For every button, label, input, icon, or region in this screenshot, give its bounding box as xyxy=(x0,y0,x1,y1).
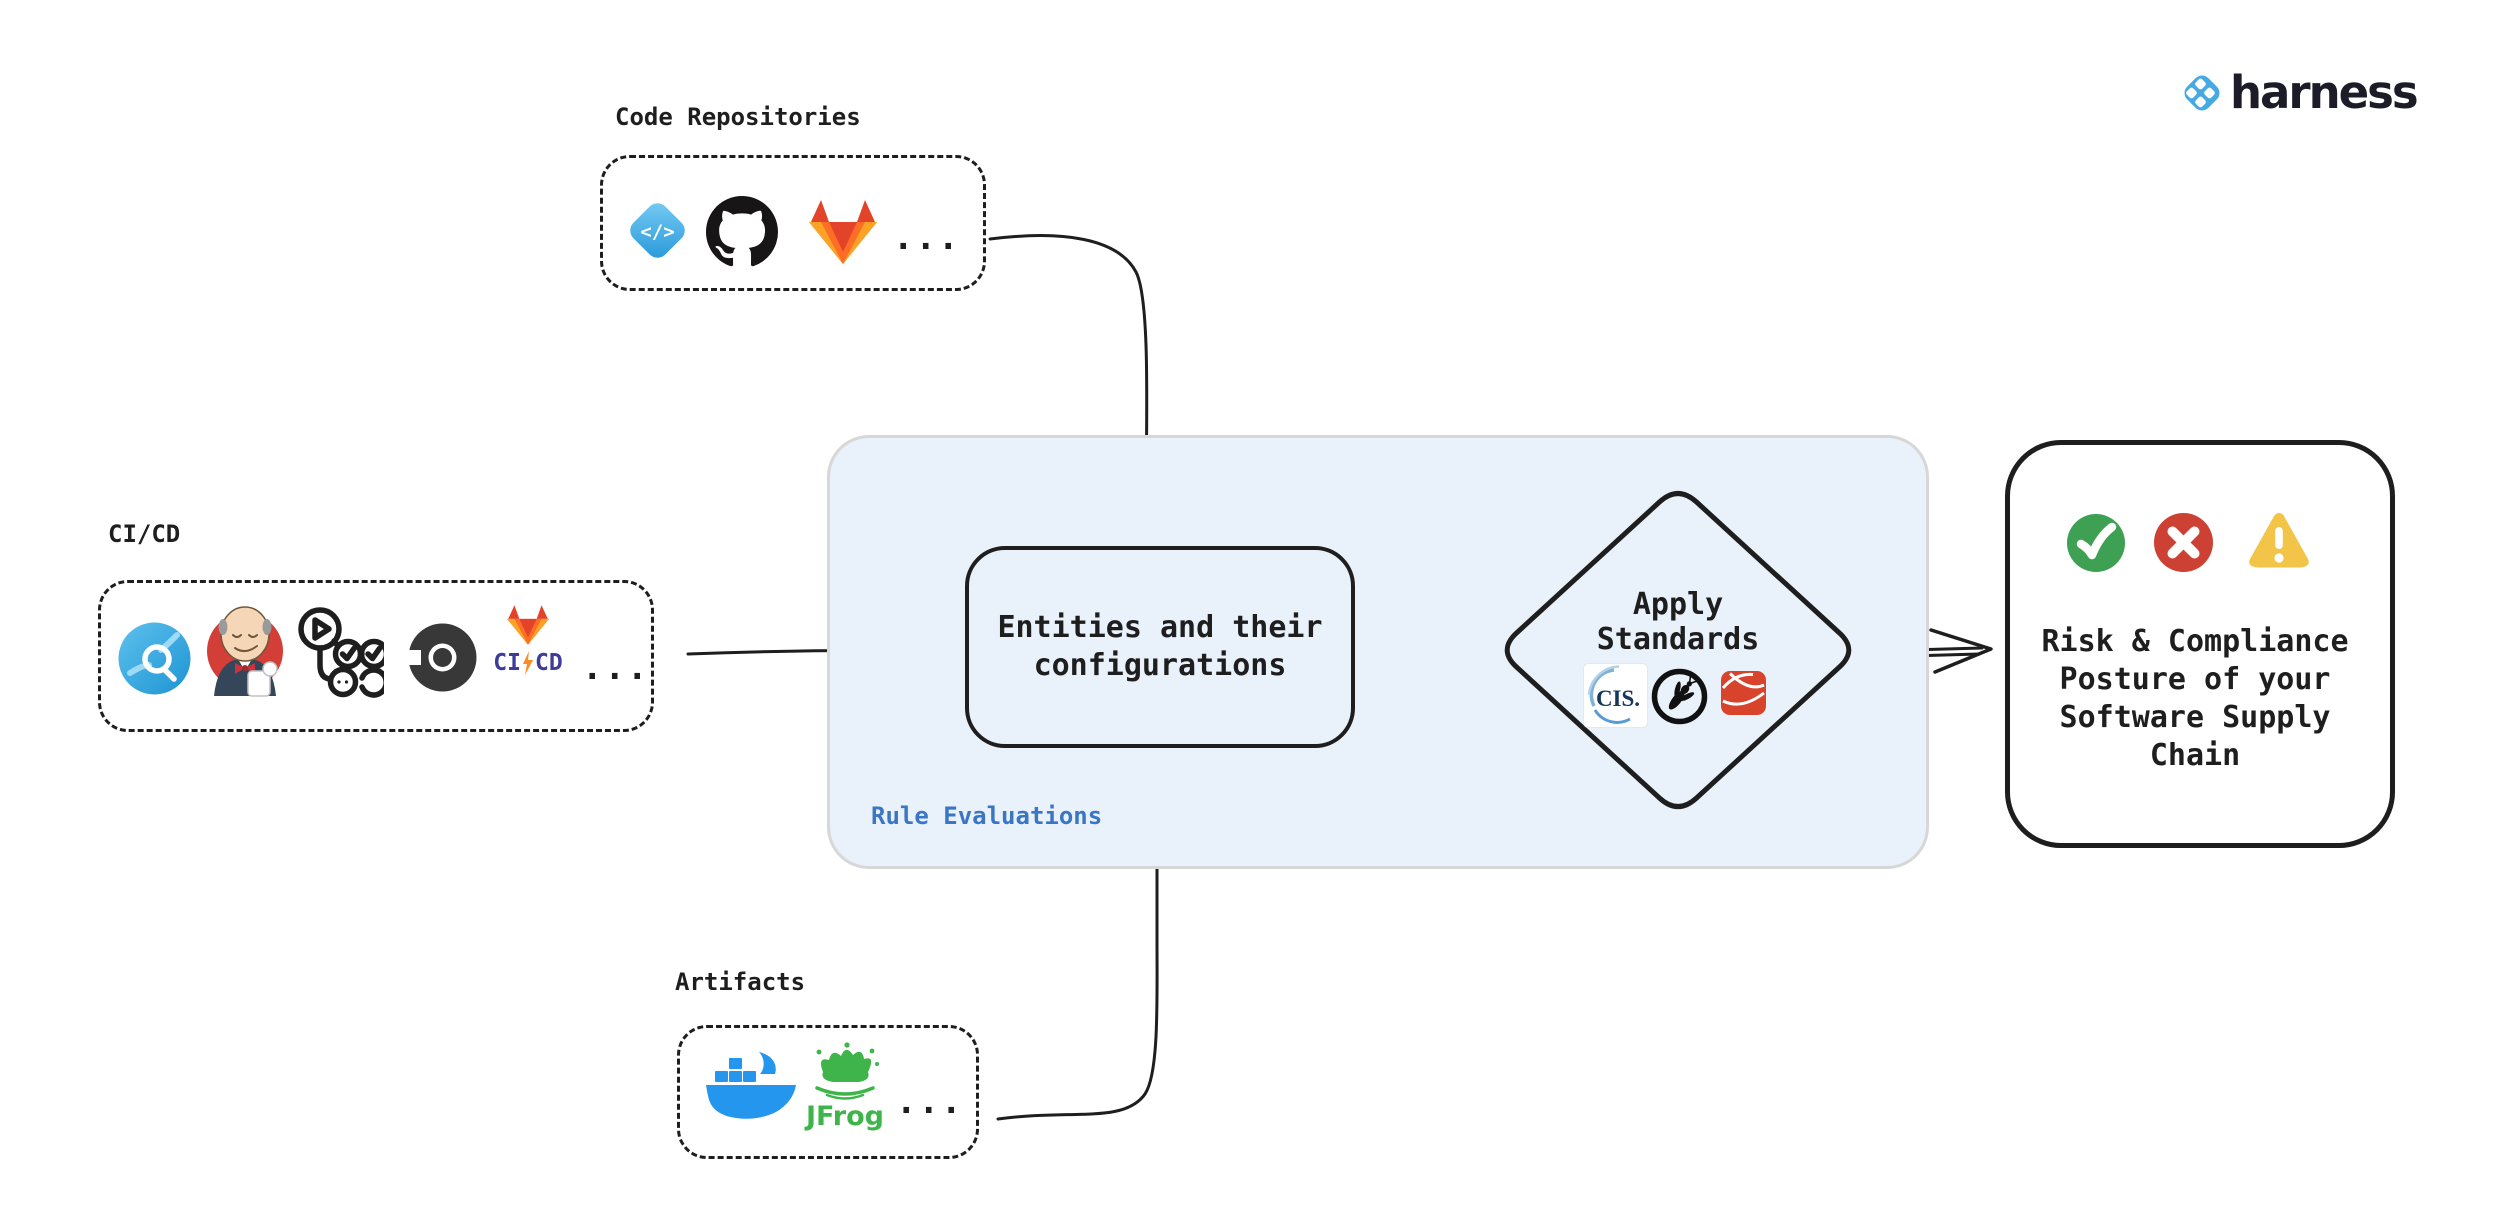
outcome-line: Risk & Compliance xyxy=(2041,624,2349,659)
harness-code-icon: </> xyxy=(630,203,685,258)
lightning-bolt-icon xyxy=(523,651,533,675)
cis-icon: CIS. xyxy=(1583,663,1648,728)
owasp-icon xyxy=(1651,668,1708,725)
jfrog-splash-icon xyxy=(815,1042,879,1100)
gitlab-icon xyxy=(809,200,877,264)
outcome-line: Chain xyxy=(2149,738,2241,773)
entities-line1: Entities and their xyxy=(997,610,1323,645)
outcome-line: Posture of your xyxy=(2059,662,2331,697)
code-glyph: </> xyxy=(640,221,674,243)
jenkins-icon xyxy=(207,606,283,697)
apply-standards-diamond xyxy=(1504,490,1852,810)
gitlab-cicd-icon: CI CD xyxy=(482,604,574,676)
apply-standards-text: Apply Standards xyxy=(1528,586,1828,656)
jfrog-icon: JFrog xyxy=(802,1042,888,1130)
entities-node: Entities and their configurations xyxy=(965,546,1355,748)
outcome-line: Software Supply xyxy=(2059,700,2331,735)
rule-evaluations-panel xyxy=(827,435,1929,869)
harness-logo: harness xyxy=(2178,66,2419,119)
cicd-text-ci: CI xyxy=(493,650,521,676)
cis-label: CIS. xyxy=(1596,686,1640,711)
harness-wordmark: harness xyxy=(2230,66,2419,119)
code-repositories-more: ... xyxy=(893,218,961,258)
circleci-icon xyxy=(406,623,477,692)
artifacts-label: Artifacts xyxy=(675,968,806,996)
standards-line2: Standards xyxy=(1596,622,1760,657)
cicd-box xyxy=(98,580,654,732)
arrow-diamond-head xyxy=(1929,628,1993,674)
outcome-box xyxy=(2005,440,2395,848)
jfrog-wordmark: JFrog xyxy=(806,1101,884,1132)
cicd-label: CI/CD xyxy=(108,520,181,548)
x-circle-icon xyxy=(2154,513,2213,572)
check-circle-icon xyxy=(2067,514,2125,572)
warning-triangle-icon xyxy=(2249,513,2309,568)
artifacts-more: ... xyxy=(896,1082,964,1122)
code-repositories-label: Code Repositories xyxy=(615,103,861,131)
outcome-text: Risk & Compliance Posture of your Softwa… xyxy=(2005,623,2385,775)
github-actions-icon xyxy=(298,607,384,698)
cicd-more: ... xyxy=(582,648,650,688)
github-icon xyxy=(706,196,778,267)
cicd-text-cd: CD xyxy=(535,650,563,676)
docker-icon xyxy=(706,1052,796,1119)
harness-logo-icon xyxy=(2184,75,2220,110)
standards-line1: Apply xyxy=(1632,587,1724,622)
arrow-repos-to-panel xyxy=(988,234,1149,508)
arrow-artifacts-to-panel xyxy=(996,790,1159,1121)
entities-line2: configurations xyxy=(1033,648,1287,683)
red-standard-icon xyxy=(1721,671,1766,715)
harness-ci-icon xyxy=(118,622,191,695)
rule-evaluations-label: Rule Evaluations xyxy=(871,802,1103,830)
gitlab-cicd-fox-icon xyxy=(507,605,549,645)
